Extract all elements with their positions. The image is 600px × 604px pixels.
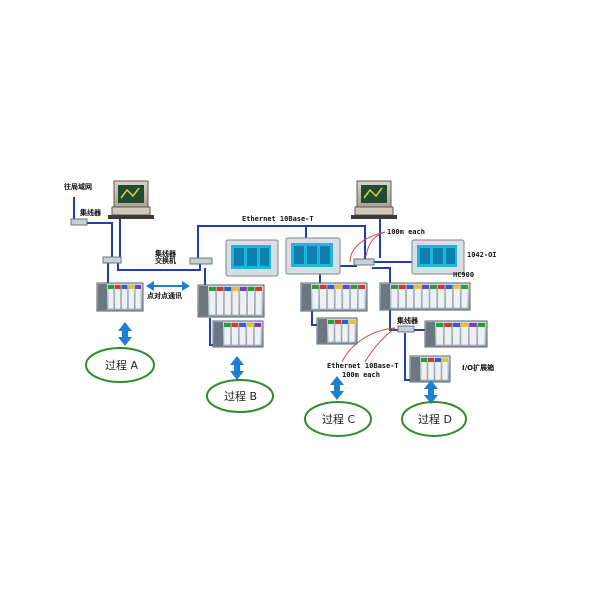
rack-b-io <box>212 320 264 348</box>
arrow-process-a <box>118 322 132 346</box>
process-ellipses <box>85 347 467 437</box>
ethernet-bottom-label: Ethernet 10Base-T <box>327 362 399 370</box>
hub-d <box>397 325 415 333</box>
callout-bottom-1 <box>341 327 396 363</box>
oi-model-label: 1042-OI <box>467 251 497 259</box>
hub-left-2 <box>102 256 122 264</box>
rack-c-io <box>316 317 358 345</box>
process-d-label: 过程 D <box>418 413 452 426</box>
switch-box <box>189 257 213 265</box>
callout-top-2 <box>365 231 386 257</box>
arrows <box>118 281 438 404</box>
callout-bottom-2 <box>364 327 396 363</box>
io-rack-label: I/O扩展箱 <box>462 364 495 372</box>
ethernet-top-label: Ethernet 10Base-T <box>242 215 314 223</box>
cable-backbone <box>197 225 366 260</box>
hub-left <box>70 218 88 226</box>
pc-left <box>108 180 154 219</box>
oi-right <box>411 239 465 275</box>
rack-a <box>96 282 144 312</box>
p2p-label: 点对点通讯 <box>147 292 182 300</box>
rack-b <box>197 284 265 318</box>
process-c-ellipse <box>304 401 372 437</box>
oi-left <box>225 239 279 277</box>
process-c-label: 过程 C <box>322 413 355 426</box>
hubs <box>70 218 415 333</box>
process-b-label: 过程 B <box>224 390 257 403</box>
switch-label: 集线器 交换机 <box>155 250 176 265</box>
arrow-process-b <box>230 356 244 380</box>
rack-d <box>379 282 471 311</box>
callout-curves <box>341 231 396 363</box>
controller-racks <box>96 282 488 383</box>
process-labels: 过程 A 过程 B 过程 C 过程 D <box>105 359 452 426</box>
process-a-label: 过程 A <box>105 359 138 372</box>
rack-io <box>409 355 451 383</box>
network-cables <box>73 197 425 381</box>
arrow-p2p <box>146 281 190 291</box>
rack-c <box>300 282 368 312</box>
hub-left-label: 集线器 <box>80 209 101 217</box>
cable-hub-pc-left <box>84 222 113 258</box>
arrow-process-d <box>424 380 438 404</box>
hc-model-label: HC900 <box>453 271 475 279</box>
pc-right <box>351 180 397 219</box>
each-top-label: 100m each <box>387 228 425 236</box>
hub-right <box>353 258 375 266</box>
oi-center <box>285 237 341 275</box>
each-bottom-label: 100m each <box>342 371 380 379</box>
process-a-ellipse <box>85 347 155 383</box>
rack-d-2 <box>424 320 488 348</box>
hub-right-label: 集线器 <box>397 317 418 325</box>
cable-ctrl-c-io <box>311 310 318 326</box>
process-b-ellipse <box>206 379 274 413</box>
process-d-ellipse <box>401 401 467 437</box>
cable-hub-ctrl-d <box>372 267 391 283</box>
callout-top-1 <box>349 231 386 263</box>
arrow-process-c <box>330 376 344 400</box>
wan-label: 往局域网 <box>64 183 92 191</box>
cable-hub2-switch <box>117 263 201 271</box>
